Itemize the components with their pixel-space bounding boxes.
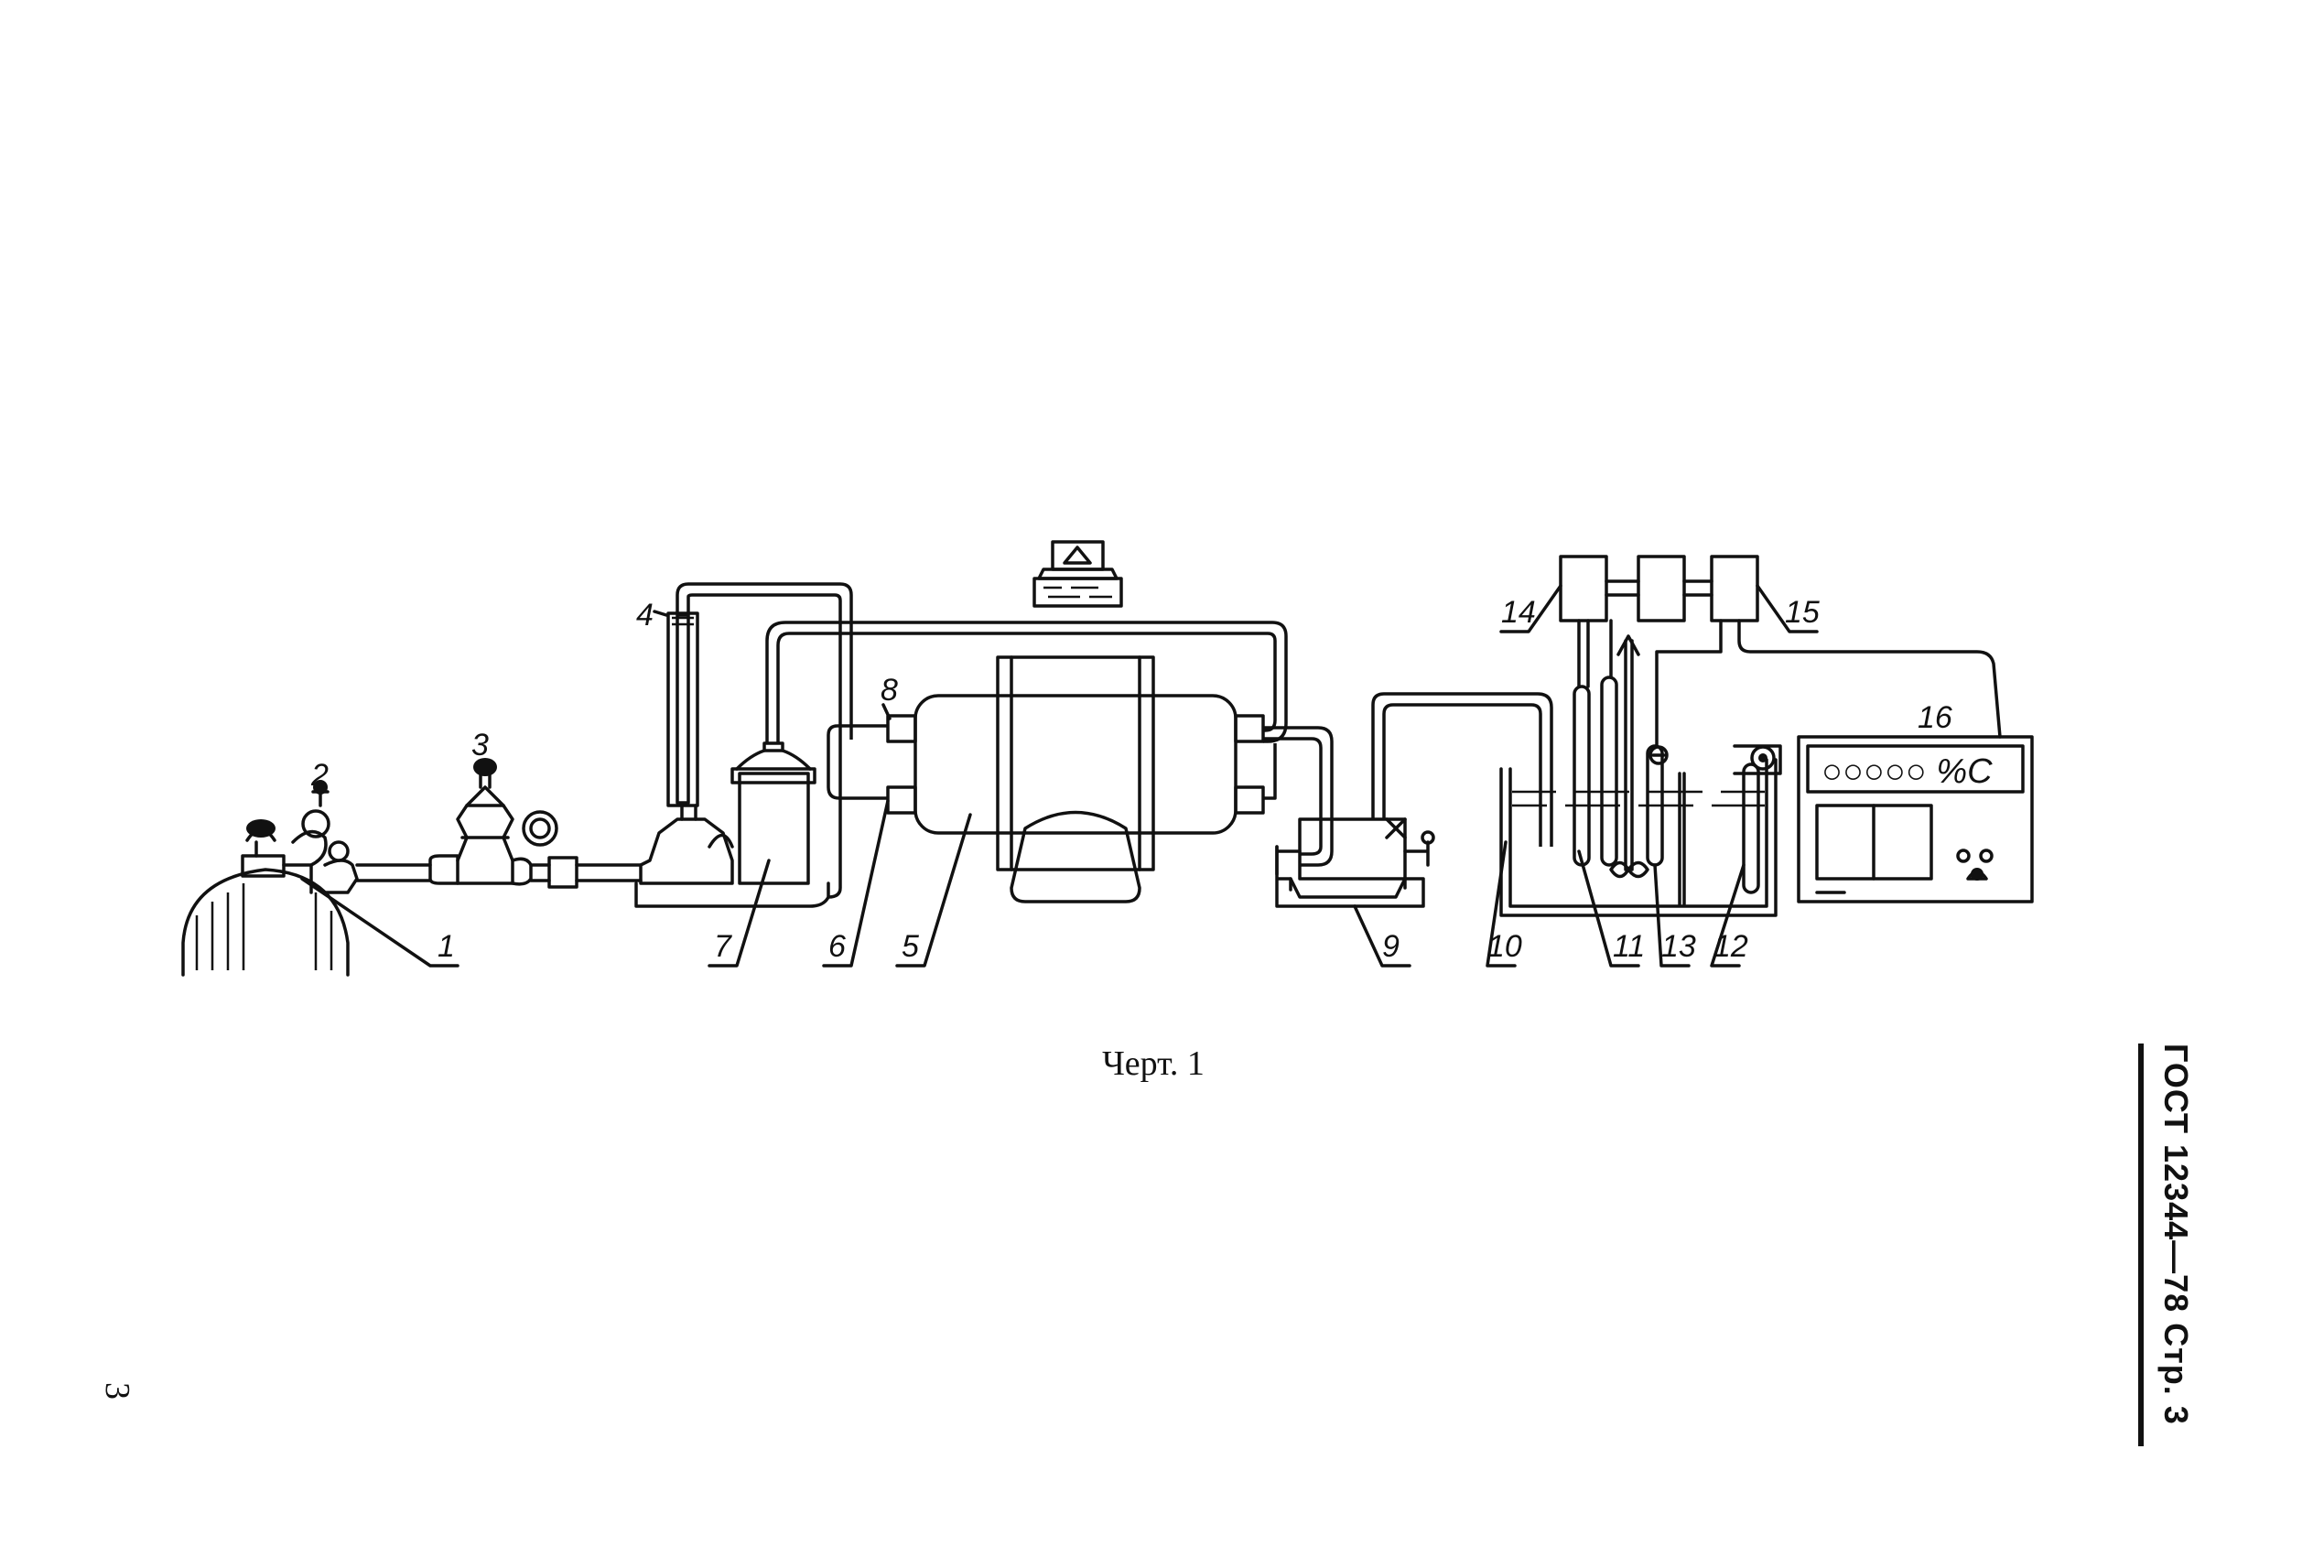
label-9: 9 xyxy=(1382,929,1400,964)
label-7: 7 xyxy=(714,929,732,964)
header-text: ГОСТ 12344—78 Стр. 3 xyxy=(2157,1044,2195,1425)
label-11: 11 xyxy=(1613,929,1645,964)
label-4: 4 xyxy=(636,598,654,633)
cylinder-valve xyxy=(241,780,432,894)
figure-caption: Черт. 1 xyxy=(1102,1044,1205,1083)
label-12: 12 xyxy=(1713,929,1748,964)
label-1: 1 xyxy=(438,929,455,964)
page-number: 3 xyxy=(98,1382,136,1400)
drying-tube xyxy=(1275,692,1553,908)
base-plate xyxy=(634,881,830,908)
absorber-vessel xyxy=(730,741,816,885)
coulometric-meter: ○○○○○ %C xyxy=(1797,735,2034,903)
pressure-regulator xyxy=(428,758,643,889)
running-header: ГОСТ 12344—78 Стр. 3 xyxy=(2138,1044,2195,1446)
label-14: 14 xyxy=(1501,595,1536,630)
display-readout: ○○○○○ %C xyxy=(1821,752,1993,791)
label-15: 15 xyxy=(1785,595,1820,630)
label-3: 3 xyxy=(471,728,489,762)
gas-cylinder xyxy=(181,868,350,977)
label-16: 16 xyxy=(1918,700,1952,735)
titration-vessel xyxy=(1499,634,1782,917)
header-rule xyxy=(2138,1044,2144,1446)
label-13: 13 xyxy=(1661,929,1696,964)
label-8: 8 xyxy=(881,673,898,708)
label-leaders xyxy=(300,584,1819,968)
gas-tubing xyxy=(676,582,1334,899)
label-6: 6 xyxy=(828,929,846,964)
temperature-controller xyxy=(1032,540,1123,608)
flow-meter xyxy=(639,611,734,885)
control-units xyxy=(1559,555,2002,748)
label-2: 2 xyxy=(310,758,329,793)
part-labels: 1 2 3 4 5 6 7 8 9 10 11 12 13 14 15 16 xyxy=(310,595,1952,964)
label-10: 10 xyxy=(1487,929,1522,964)
furnace xyxy=(886,655,1277,903)
label-5: 5 xyxy=(902,929,919,964)
